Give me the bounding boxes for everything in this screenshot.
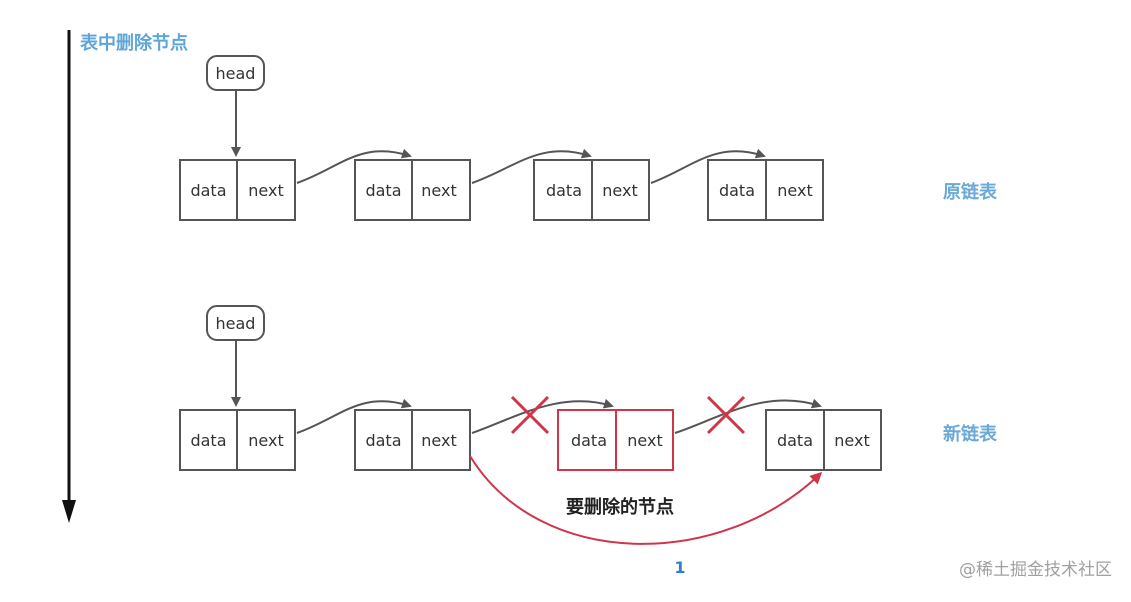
list-node: data next bbox=[179, 409, 296, 471]
node-data-label: data bbox=[190, 431, 226, 450]
time-axis-arrowhead bbox=[62, 500, 76, 523]
node-data-label: data bbox=[571, 431, 607, 450]
original-list: head data next data next data next bbox=[179, 55, 998, 221]
page-number: 1 bbox=[674, 558, 685, 577]
list-node: data next bbox=[354, 409, 471, 471]
list-node: data next bbox=[354, 159, 471, 221]
removed-next-pointer bbox=[674, 398, 822, 434]
node-next-label: next bbox=[248, 431, 283, 450]
head-label: head bbox=[216, 314, 256, 333]
node-next-label: next bbox=[602, 181, 637, 200]
node-data-label: data bbox=[365, 181, 401, 200]
list-node: data next bbox=[765, 409, 882, 471]
removed-node: data next bbox=[557, 409, 674, 471]
bypass-pointer bbox=[469, 455, 823, 545]
next-pointer bbox=[296, 148, 412, 184]
watermark: @稀土掘金技术社区 bbox=[959, 560, 1112, 580]
node-next-label: next bbox=[421, 431, 456, 450]
node-next-label: next bbox=[627, 431, 662, 450]
removed-node-label: 要删除的节点 bbox=[566, 496, 674, 518]
cross-icon bbox=[510, 395, 550, 435]
list-node: data next bbox=[533, 159, 650, 221]
cross-icon bbox=[706, 395, 746, 435]
node-data-label: data bbox=[365, 431, 401, 450]
node-next-label: next bbox=[777, 181, 812, 200]
node-data-label: data bbox=[777, 431, 813, 450]
page-title: 表中删除节点 bbox=[80, 32, 188, 54]
next-pointer bbox=[471, 148, 592, 184]
list-node: data next bbox=[179, 159, 296, 221]
head-label: head bbox=[216, 64, 256, 83]
node-data-label: data bbox=[719, 181, 755, 200]
next-pointer bbox=[650, 148, 766, 184]
next-pointer bbox=[296, 398, 412, 434]
node-next-label: next bbox=[834, 431, 869, 450]
node-next-label: next bbox=[421, 181, 456, 200]
list-node: data next bbox=[707, 159, 824, 221]
new-list: head data next data next data next bbox=[179, 305, 998, 545]
node-data-label: data bbox=[190, 181, 226, 200]
original-list-label: 原链表 bbox=[943, 181, 998, 203]
new-list-label: 新链表 bbox=[943, 423, 998, 445]
node-next-label: next bbox=[248, 181, 283, 200]
node-data-label: data bbox=[546, 181, 582, 200]
